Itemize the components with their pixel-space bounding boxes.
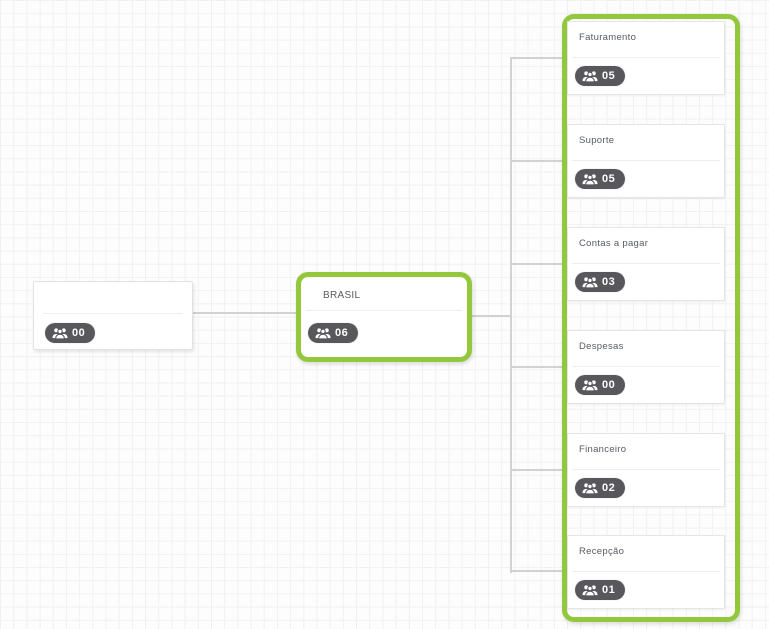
node-divider xyxy=(43,313,183,314)
member-count-badge[interactable]: 00 xyxy=(45,323,96,343)
member-count-badge[interactable]: 00 xyxy=(575,375,626,395)
connector-branch-2 xyxy=(511,160,562,162)
connector-selected-to-trunk xyxy=(462,315,511,317)
member-count: 05 xyxy=(602,70,616,82)
connector-branch-6 xyxy=(511,570,562,572)
org-node-despesas[interactable]: Despesas 00 xyxy=(567,330,725,404)
org-node-contas-a-pagar[interactable]: Contas a pagar 03 xyxy=(567,227,725,301)
connector-branch-4 xyxy=(511,366,562,368)
users-icon xyxy=(52,328,68,339)
member-count-badge[interactable]: 05 xyxy=(575,169,626,189)
member-count: 05 xyxy=(602,173,616,185)
member-count-badge[interactable]: 05 xyxy=(575,66,626,86)
users-icon xyxy=(582,277,598,288)
member-count: 00 xyxy=(72,327,86,339)
node-title: Suporte xyxy=(579,135,615,146)
node-divider xyxy=(572,366,720,367)
node-divider xyxy=(572,57,720,58)
users-icon xyxy=(582,71,598,82)
connector-branch-3 xyxy=(511,263,562,265)
node-divider xyxy=(572,469,720,470)
users-icon xyxy=(582,174,598,185)
node-title: Recepção xyxy=(579,546,625,557)
member-count: 06 xyxy=(335,327,349,339)
member-count: 03 xyxy=(602,276,616,288)
connector-branch-5 xyxy=(511,469,562,471)
connector-root-to-selected xyxy=(192,312,296,314)
node-title: Contas a pagar xyxy=(579,238,649,249)
users-icon xyxy=(582,380,598,391)
node-divider xyxy=(572,571,720,572)
org-node-suporte[interactable]: Suporte 05 xyxy=(567,124,725,198)
node-divider xyxy=(306,310,462,311)
connector-trunk xyxy=(510,57,512,573)
org-node-root[interactable]: 00 xyxy=(33,281,193,350)
node-title: Faturamento xyxy=(579,32,637,43)
children-selection-frame xyxy=(562,14,740,622)
org-node-recepcao[interactable]: Recepção 01 xyxy=(567,535,725,609)
member-count: 02 xyxy=(602,482,616,494)
member-count-badge[interactable]: 06 xyxy=(308,323,359,343)
users-icon xyxy=(315,328,331,339)
node-divider xyxy=(572,263,720,264)
member-count: 01 xyxy=(602,584,616,596)
users-icon xyxy=(582,483,598,494)
org-node-financeiro[interactable]: Financeiro 02 xyxy=(567,433,725,507)
member-count-badge[interactable]: 03 xyxy=(575,272,626,292)
org-node-faturamento[interactable]: Faturamento 05 xyxy=(567,21,725,95)
connector-branch-1 xyxy=(511,57,562,59)
member-count-badge[interactable]: 01 xyxy=(575,580,626,600)
member-count: 00 xyxy=(602,379,616,391)
node-divider xyxy=(572,160,720,161)
org-node-selected-brasil[interactable]: BRASIL 06 xyxy=(296,272,472,362)
node-title: BRASIL xyxy=(323,290,361,301)
node-title: Despesas xyxy=(579,341,624,352)
users-icon xyxy=(582,585,598,596)
node-title: Financeiro xyxy=(579,444,627,455)
member-count-badge[interactable]: 02 xyxy=(575,478,626,498)
